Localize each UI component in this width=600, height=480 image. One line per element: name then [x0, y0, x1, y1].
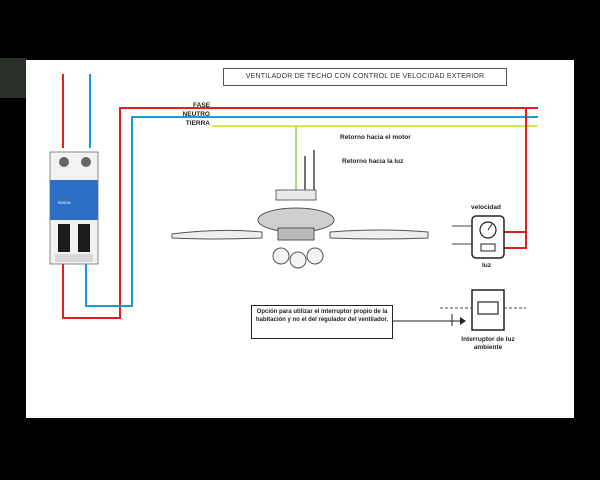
fase-label: FASE	[193, 102, 210, 109]
fase-to-controller-wire	[500, 108, 527, 249]
fase-wire	[62, 107, 538, 319]
diagram-title: VENTILADOR DE TECHO CON CONTROL DE VELOC…	[223, 68, 507, 86]
breaker-brand: SIMON	[57, 200, 71, 205]
ambient-switch-label: Interruptor de luz ambiente	[461, 336, 515, 351]
circuit-breaker	[49, 151, 99, 265]
webcam-overlay	[0, 58, 27, 98]
motor-return-label: Retorno hacia el motor	[340, 134, 411, 141]
speed-label: velocidad	[471, 204, 501, 211]
neutro-label: NEUTRO	[182, 111, 210, 118]
ceiling-fan	[171, 189, 429, 269]
light-label: luz	[482, 262, 492, 269]
ambient-light-switch	[440, 289, 526, 331]
speed-controller	[452, 215, 505, 259]
tierra-label: TIERRA	[185, 120, 210, 127]
neutro-wire	[85, 116, 538, 307]
light-return-label: Retorno hacia la luz	[342, 158, 404, 165]
note-box: Opción para utilizar el interruptor prop…	[251, 305, 393, 339]
